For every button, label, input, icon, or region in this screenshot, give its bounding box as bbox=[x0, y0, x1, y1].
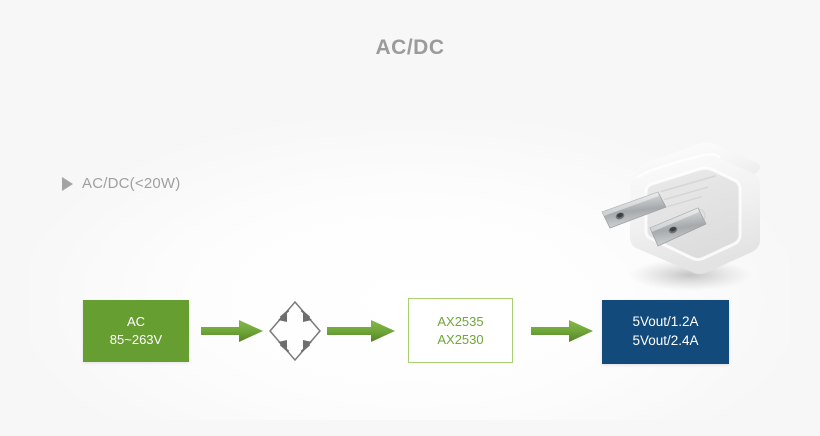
node-controller-ic: AX2535 AX2530 bbox=[408, 298, 513, 363]
section-label: AC/DC(<20W) bbox=[62, 175, 180, 192]
node-ac-input: AC 85~263V bbox=[83, 300, 189, 362]
node-ac-input-line-2: 85~263V bbox=[109, 332, 163, 347]
node-ac-input-line-1: AC bbox=[126, 314, 146, 330]
node-controller-ic-line-1: AX2535 bbox=[437, 313, 484, 329]
section-label-text: AC/DC(<20W) bbox=[82, 175, 181, 192]
node-dc-output-line-2: 5Vout/2.4A bbox=[632, 333, 699, 348]
arrow-bridge-to-ic bbox=[327, 318, 395, 344]
arrow-ic-to-output bbox=[531, 318, 593, 344]
triangle-right-icon bbox=[62, 176, 73, 191]
node-bridge-rectifier bbox=[266, 298, 324, 364]
arrow-ac-to-bridge bbox=[201, 318, 263, 344]
node-dc-output: 5Vout/1.2A 5Vout/2.4A bbox=[602, 300, 729, 364]
usb-power-adapter-photo bbox=[588, 136, 778, 296]
page-title: AC/DC bbox=[375, 36, 445, 59]
node-controller-ic-line-2: AX2530 bbox=[437, 331, 484, 347]
node-dc-output-line-1: 5Vout/1.2A bbox=[632, 314, 699, 330]
